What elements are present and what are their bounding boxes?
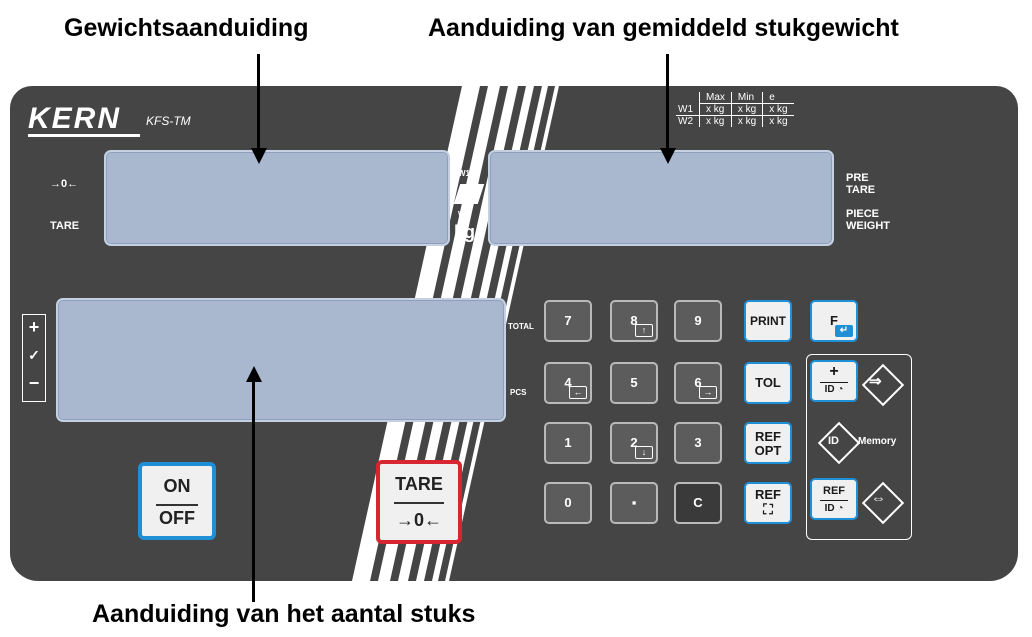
plus-id-divider	[820, 382, 848, 383]
arrow-right-icon: →	[699, 386, 717, 399]
on-off-divider	[156, 504, 198, 506]
total-label: TOTAL	[508, 322, 534, 331]
pcs-label: PCS	[510, 388, 527, 397]
spec-cell: x kg	[730, 103, 763, 116]
tare-zero-button[interactable]: TARE →0←	[376, 460, 462, 544]
spec-cell: x kg	[706, 116, 725, 127]
callout-weight-display: Gewichtsaanduiding	[64, 14, 309, 42]
tolerance-indicator-box: + ✓ −	[22, 314, 46, 402]
check-indicator: ✓	[28, 347, 40, 363]
spec-cell: x kg	[762, 115, 794, 127]
key-7[interactable]: 7	[544, 300, 592, 342]
w1-indicator-label: W1	[458, 169, 470, 178]
ref-id-button[interactable]: REF ID ◔	[810, 478, 858, 520]
key-8[interactable]: 8 ↑	[610, 300, 658, 342]
kg-unit-label: kg	[454, 222, 476, 242]
spec-row-label: W1	[676, 103, 700, 116]
ref-id-divider	[820, 500, 848, 501]
key-6-label: 6	[694, 375, 702, 390]
store-arrow-icon: ⇒	[869, 373, 882, 390]
enter-icon: ↵	[835, 325, 853, 337]
print-button[interactable]: PRINT	[744, 300, 792, 342]
key-decimal-point[interactable]: ▪	[610, 482, 658, 524]
on-label: ON	[163, 476, 191, 496]
avg-piece-weight-display	[488, 150, 834, 246]
pre-tare-line2: TARE	[846, 184, 876, 196]
key-clear[interactable]: C	[674, 482, 722, 524]
arrow-to-piece-count	[252, 380, 255, 602]
key-0[interactable]: 0	[544, 482, 592, 524]
ref-opt-line1: REF	[755, 429, 781, 444]
key-6[interactable]: 6 →	[674, 362, 722, 404]
weight-display	[104, 150, 450, 246]
spec-cell: x kg	[730, 115, 763, 127]
on-off-button[interactable]: ON OFF	[138, 462, 216, 540]
key-9[interactable]: 9	[674, 300, 722, 342]
key-4-label: 4	[564, 375, 572, 390]
memory-group	[806, 354, 912, 540]
piece-weight-line1: PIECE	[846, 208, 880, 220]
spec-header-e: e	[762, 92, 794, 104]
brand-underline	[28, 134, 140, 137]
key-8-label: 8	[630, 313, 638, 328]
zero-button-label: →0←	[395, 510, 442, 530]
w2-indicator-label: W2	[458, 210, 470, 219]
range-indicator-slash	[453, 184, 485, 204]
ref-id-top: REF	[823, 485, 845, 497]
recall-arrow-icon: ⇔	[871, 490, 886, 507]
key-5[interactable]: 5	[610, 362, 658, 404]
plus-id-bottom: ID ◔	[824, 384, 844, 395]
arrow-down-icon: ↓	[635, 446, 653, 459]
weight-icon: ⛶	[763, 501, 773, 517]
tol-button[interactable]: TOL	[744, 362, 792, 404]
f-key-label: F	[830, 313, 838, 328]
key-2[interactable]: 2 ↓	[610, 422, 658, 464]
id-label: ID	[828, 435, 839, 447]
key-1[interactable]: 1	[544, 422, 592, 464]
arrow-to-avg-display	[666, 54, 669, 150]
arrow-head-piece-count	[246, 366, 262, 382]
model-label: KFS-TM	[146, 114, 191, 128]
spec-row-label: W2	[676, 115, 700, 127]
spec-header-min: Min	[730, 92, 763, 104]
tare-zero-divider	[394, 502, 444, 504]
key-4[interactable]: 4 ←	[544, 362, 592, 404]
zero-indicator-label: →0←	[50, 178, 79, 190]
scale-keypad-panel: KERN KFS-TM Max Min e W1 x kg x kg x kg …	[10, 86, 1018, 581]
plus-id-top: +	[829, 363, 839, 380]
ref-id-bottom: ID ◔	[824, 503, 844, 514]
spec-header-max: Max	[699, 92, 732, 104]
spec-table: Max Min e W1 x kg x kg x kg W2 x kg x kg…	[676, 92, 794, 127]
key-2-label: 2	[630, 435, 638, 450]
spec-cell: x kg	[762, 103, 794, 116]
callout-piece-count: Aanduiding van het aantal stuks	[92, 600, 476, 628]
arrow-up-icon: ↑	[635, 324, 653, 337]
key-3[interactable]: 3	[674, 422, 722, 464]
tare-indicator-label: TARE	[50, 220, 80, 232]
ref-button-label: REF	[755, 487, 781, 502]
memory-label: Memory	[858, 436, 897, 447]
f-enter-button[interactable]: F ↵	[810, 300, 858, 342]
spec-cell: x kg	[699, 103, 732, 116]
piece-weight-label: PIECE WEIGHT	[846, 208, 890, 232]
ref-opt-line2: OPT	[754, 443, 782, 458]
plus-id-button[interactable]: + ID ◔	[810, 360, 858, 402]
off-label: OFF	[159, 508, 195, 528]
pre-tare-label: PRE TARE	[846, 172, 875, 196]
arrow-left-icon: ←	[569, 386, 587, 399]
minus-indicator: −	[28, 373, 40, 393]
ref-opt-button[interactable]: REF OPT	[744, 422, 792, 464]
arrow-to-weight-display	[257, 54, 260, 150]
ref-button[interactable]: REF ⛶	[744, 482, 792, 524]
plus-indicator: +	[28, 317, 40, 337]
arrow-head-weight-display	[251, 148, 267, 164]
piece-weight-line2: WEIGHT	[846, 220, 890, 232]
brand-logo: KERN	[28, 102, 122, 135]
callout-avg-piece-weight: Aanduiding van gemiddeld stukgewicht	[428, 14, 899, 42]
piece-count-display	[56, 298, 506, 422]
tare-button-label: TARE	[395, 474, 443, 494]
pre-tare-line1: PRE	[846, 172, 869, 184]
arrow-head-avg-display	[660, 148, 676, 164]
